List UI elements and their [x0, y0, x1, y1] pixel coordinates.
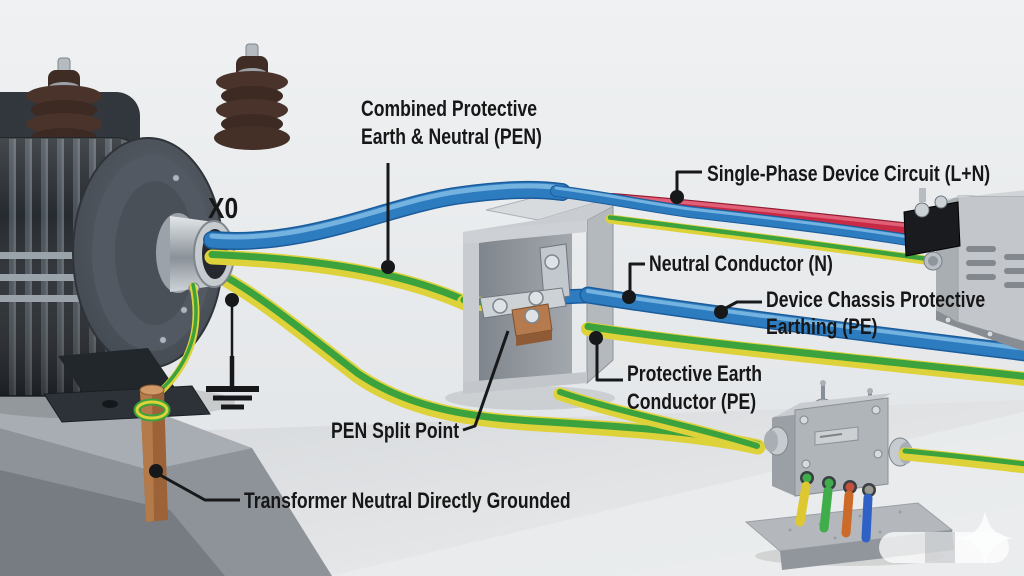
watermark-logo: [879, 512, 1013, 565]
hv-bushing-right: [214, 43, 290, 150]
junction-box-display: [814, 426, 859, 446]
label-device-chassis: Device Chassis Protective Earthing (PE): [766, 286, 985, 340]
label-transformer-neutral: Transformer Neutral Directly Grounded: [244, 488, 571, 513]
label-device-chassis-line2: Earthing (PE): [766, 314, 878, 339]
device-cable-gland: [923, 251, 943, 271]
neutral-wire-to-device: [550, 185, 938, 250]
drop-wires: [795, 481, 873, 543]
leader-pen-split: [462, 330, 510, 432]
busbar: [479, 243, 571, 346]
label-single-phase: Single-Phase Device Circuit (L+N): [707, 161, 991, 186]
device-terminal-block: [903, 188, 961, 257]
star-icon: [957, 512, 1013, 565]
label-protective-earth-line2: Conductor (PE): [627, 389, 757, 414]
junction-box-ports: [800, 471, 876, 497]
neutral-wire-after-split: [579, 286, 1024, 362]
pe-wire-to-device: [605, 214, 937, 266]
pe-wire-continuation: [898, 447, 1024, 474]
label-combined-pen: Combined Protective Earth & Neutral (PEN…: [361, 95, 542, 151]
ground-rod: [133, 384, 171, 522]
label-combined-pen-line1: Combined Protective: [361, 96, 538, 121]
label-pen-split: PEN Split Point: [331, 418, 460, 443]
earth-ground-symbol: [206, 293, 259, 410]
leader-protective-earth: [589, 331, 623, 382]
device-box: [903, 188, 1024, 352]
leader-single-phase: [670, 170, 702, 204]
label-combined-pen-line2: Earth & Neutral (PEN): [361, 124, 542, 149]
label-device-chassis-line1: Device Chassis Protective: [766, 287, 986, 312]
leader-neutral: [622, 262, 645, 304]
label-protective-earth: Protective Earth Conductor (PE): [627, 360, 762, 416]
vent-slots: [966, 246, 1024, 288]
pen-wire: [204, 249, 473, 311]
leader-combined-pen: [381, 163, 395, 274]
box-left-pillar: [463, 230, 479, 394]
leader-device-chassis: [714, 300, 762, 319]
pe-wire-after-split: [581, 322, 1024, 386]
label-x0: X0: [208, 193, 239, 225]
leader-transformer-neutral: [149, 464, 240, 502]
transformer: [0, 43, 290, 423]
label-neutral: Neutral Conductor (N): [649, 251, 833, 276]
pe-wire-lower-sweep: [196, 260, 766, 455]
main-blue-wire: [203, 180, 571, 250]
label-protective-earth-line1: Protective Earth: [627, 361, 762, 386]
